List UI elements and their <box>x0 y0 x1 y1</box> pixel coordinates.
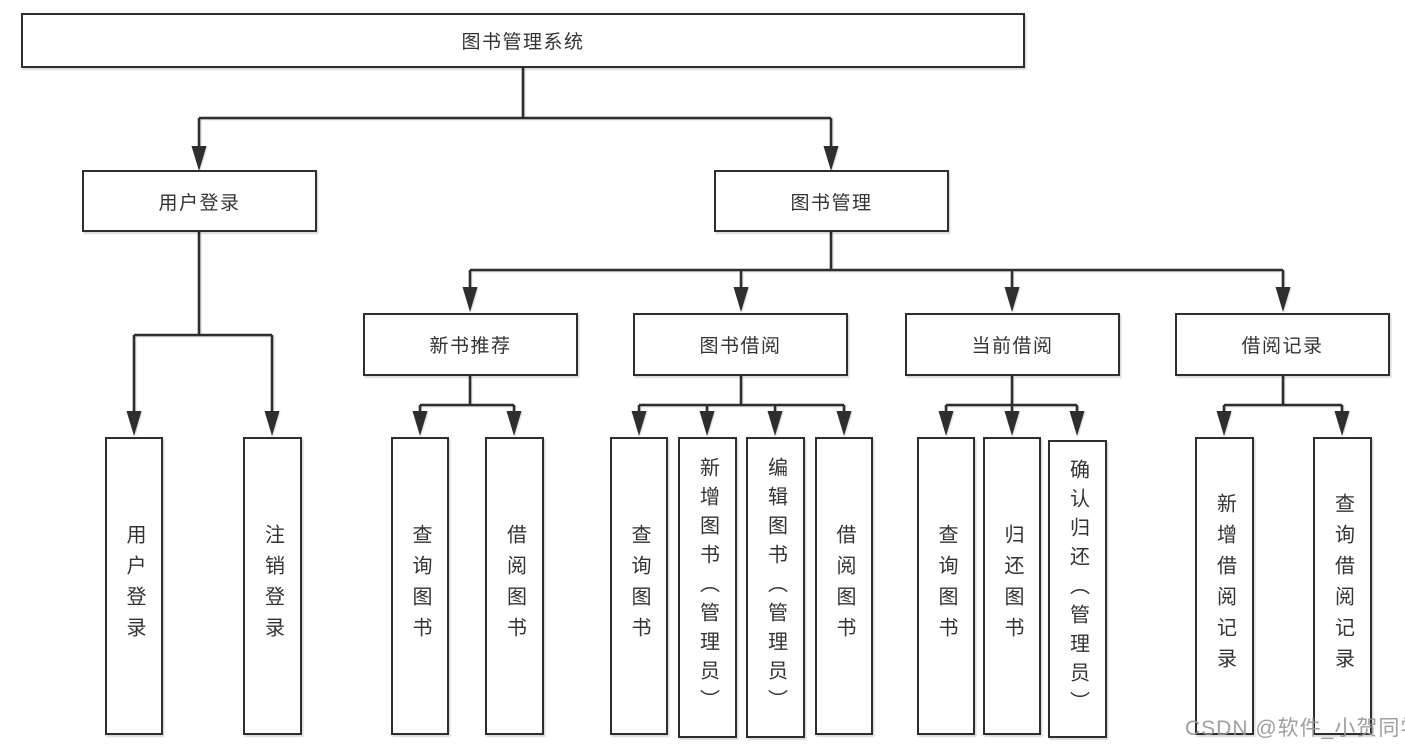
node-label: 查询借阅记录 <box>1331 493 1354 679</box>
node-book-management: 图书管理 <box>714 170 949 232</box>
node-label: 确认归还（管理员） <box>1066 458 1089 720</box>
node-label: 图书管理 <box>790 192 873 214</box>
node-book-borrowing: 图书借阅 <box>633 313 848 376</box>
node-label: 新增图书（管理员） <box>696 457 719 718</box>
arrowheads <box>126 146 1350 436</box>
node-new-book-recommendation: 新书推荐 <box>363 313 578 376</box>
node-label: 用户登录 <box>123 524 145 648</box>
leaf-confirm-return-admin: 确认归还（管理员） <box>1048 440 1107 738</box>
leaf-edit-book-admin: 编辑图书（管理员） <box>746 437 805 738</box>
node-label: 新增借阅记录 <box>1213 493 1236 679</box>
node-current-borrowing: 当前借阅 <box>905 313 1120 376</box>
node-label: 借阅记录 <box>1241 336 1324 357</box>
csdn-watermark: CSDN @软件_小贺同学 <box>1185 717 1405 740</box>
leaf-borrow-books-recommend: 借阅图书 <box>485 437 544 735</box>
node-library-management-system: 图书管理系统 <box>21 13 1025 68</box>
leaf-query-borrow-record: 查询借阅记录 <box>1313 437 1372 735</box>
node-borrowing-records: 借阅记录 <box>1175 313 1390 376</box>
node-label: 查询图书 <box>409 524 431 648</box>
node-label: 查询图书 <box>935 524 957 648</box>
node-label: 用户登录 <box>158 192 241 214</box>
node-label: 归还图书 <box>1001 524 1023 648</box>
node-label: 当前借阅 <box>971 336 1054 357</box>
leaf-return-books: 归还图书 <box>983 437 1041 735</box>
leaf-query-books-borrow: 查询图书 <box>610 437 668 735</box>
leaf-logout: 注销登录 <box>243 437 302 735</box>
node-label: 借阅图书 <box>833 524 855 648</box>
node-user-login: 用户登录 <box>82 170 317 232</box>
node-label: 新书推荐 <box>429 336 512 357</box>
leaf-add-book-admin: 新增图书（管理员） <box>678 437 737 738</box>
node-label: 图书管理系统 <box>461 32 585 53</box>
node-label: 注销登录 <box>261 524 284 648</box>
leaf-query-books-recommend: 查询图书 <box>391 437 449 735</box>
leaf-borrow-books-borrow: 借阅图书 <box>815 437 873 735</box>
leaf-add-borrow-record: 新增借阅记录 <box>1195 437 1254 735</box>
node-label: 图书借阅 <box>699 336 782 357</box>
node-label: 借阅图书 <box>503 524 526 648</box>
leaf-query-books-current: 查询图书 <box>917 437 975 735</box>
leaf-user-login: 用户登录 <box>105 437 163 735</box>
node-label: 查询图书 <box>628 524 650 648</box>
node-label: 编辑图书（管理员） <box>764 457 787 718</box>
